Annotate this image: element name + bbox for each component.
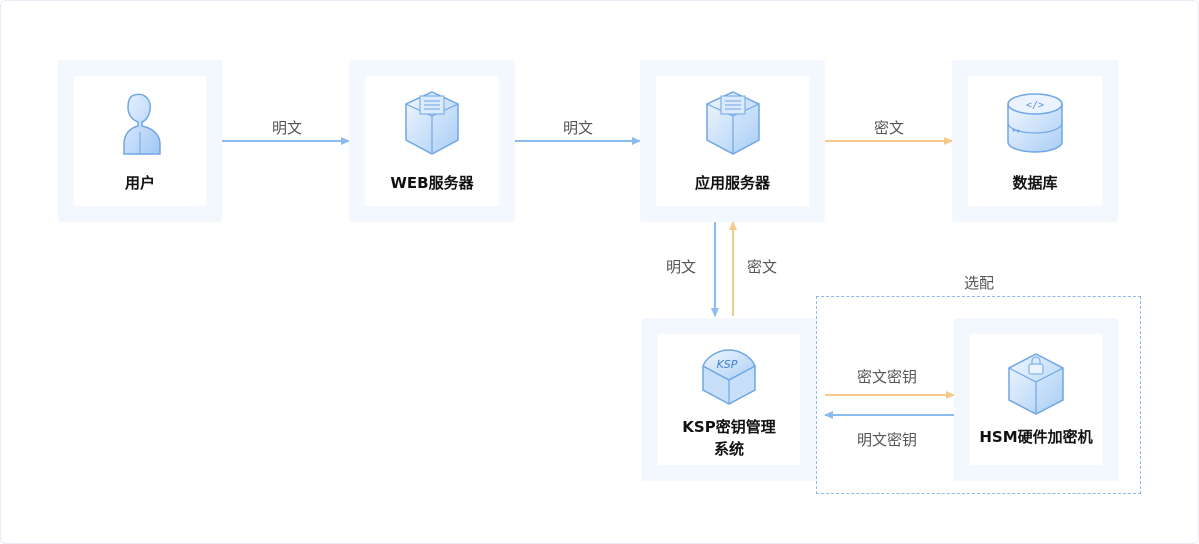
node-database-label: 数据库 xyxy=(1012,174,1058,192)
ksp-badge-text: KSP xyxy=(717,358,738,371)
edge-label-app-ksp: 明文 xyxy=(665,258,696,276)
node-ksp: KSP KSP密钥管理 系统 xyxy=(642,318,816,481)
node-user-label: 用户 xyxy=(124,174,155,192)
node-database: </> 数据库 xyxy=(952,60,1118,222)
node-ksp-label-line2: 系统 xyxy=(713,440,744,458)
node-ksp-label-line1: KSP密钥管理 xyxy=(682,418,776,436)
node-web-server-label: WEB服务器 xyxy=(390,174,474,192)
optional-group-box xyxy=(816,296,1141,494)
server-icon xyxy=(405,91,459,155)
hsm-lock-icon xyxy=(1008,353,1064,415)
edge-label-web-app: 明文 xyxy=(562,119,593,137)
edge-label-user-web: 明文 xyxy=(271,119,302,137)
server-icon xyxy=(705,91,760,155)
ksp-shield-icon: KSP xyxy=(702,349,756,405)
node-app-server-label: 应用服务器 xyxy=(694,174,770,192)
edge-label-hsm-ksp: 明文密钥 xyxy=(856,431,917,449)
svg-text:</>: </> xyxy=(1026,100,1044,111)
edge-label-app-db: 密文 xyxy=(873,119,904,137)
node-user: 用户 xyxy=(58,60,222,222)
edge-label-ksp-hsm: 密文密钥 xyxy=(856,368,917,386)
optional-group-label: 选配 xyxy=(963,274,994,292)
node-app-server: 应用服务器 xyxy=(640,60,825,222)
node-web-server: WEB服务器 xyxy=(349,60,515,222)
node-hsm: HSM硬件加密机 xyxy=(954,318,1118,481)
database-icon: </> xyxy=(1007,93,1063,153)
node-hsm-label: HSM硬件加密机 xyxy=(979,428,1093,446)
user-icon xyxy=(123,93,161,155)
edge-label-ksp-app: 密文 xyxy=(746,258,777,276)
